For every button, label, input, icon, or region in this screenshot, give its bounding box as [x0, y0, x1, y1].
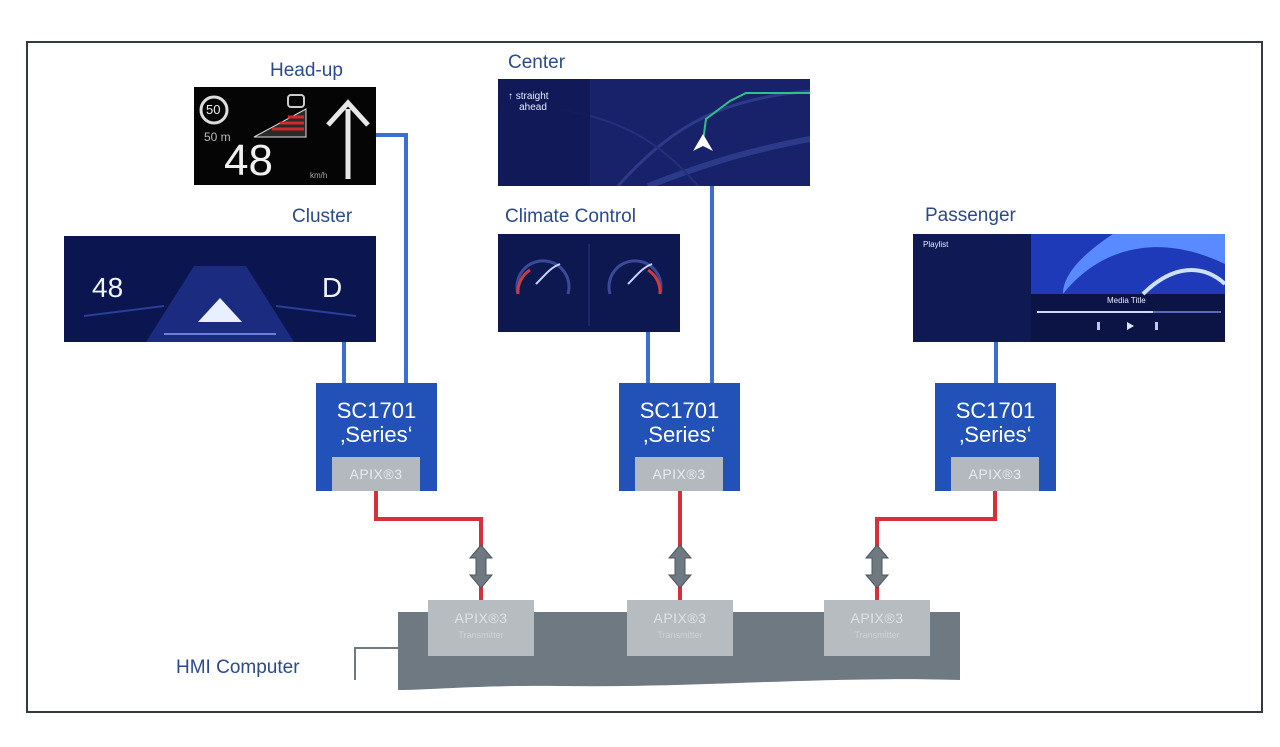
- chip-title: SC1701 ‚Series‘: [639, 398, 720, 447]
- bidirectional-arrow-1: [468, 544, 494, 589]
- apix-transmitter-1: APIX®3 Transmitter: [428, 600, 534, 656]
- transmitter-name: APIX®3: [454, 610, 508, 626]
- label-climate-control: Climate Control: [505, 206, 636, 227]
- transmitter-name: APIX®3: [653, 610, 707, 626]
- label-hmi-computer: HMI Computer: [176, 657, 300, 678]
- head-up-speed: 48: [224, 136, 273, 185]
- hmi-label-leader: [354, 647, 398, 680]
- transmitter-sub: Transmitter: [458, 630, 504, 640]
- link-chip3-tx3: [875, 491, 997, 548]
- chip-title: SC1701 ‚Series‘: [955, 398, 1036, 447]
- chip-title: SC1701 ‚Series‘: [336, 398, 417, 447]
- head-up-distance: 50 m: [204, 130, 231, 144]
- transmitter-sub: Transmitter: [854, 630, 900, 640]
- climate-control-screen: [498, 234, 680, 332]
- label-head-up: Head-up: [270, 60, 343, 81]
- label-passenger: Passenger: [925, 205, 1016, 226]
- passenger-screen: Playlist Media Title: [913, 234, 1225, 342]
- passenger-playlist: Playlist: [923, 240, 949, 249]
- center-direction: ↑ straight ahead: [508, 91, 549, 113]
- head-up-graphics: [199, 94, 370, 179]
- label-center: Center: [508, 52, 566, 73]
- head-up-speed-limit: 50: [206, 102, 221, 117]
- head-up-screen: 50 50 m 48 km/h: [194, 87, 376, 185]
- sc1701-chip-1: SC1701 ‚Series‘ APIX®3: [316, 383, 437, 491]
- sc1701-chip-2: SC1701 ‚Series‘ APIX®3: [619, 383, 740, 491]
- label-cluster: Cluster: [292, 206, 353, 227]
- center-screen: ↑ straight ahead: [498, 79, 810, 186]
- cluster-speed: 48: [92, 272, 124, 303]
- bidirectional-arrow-2: [667, 544, 693, 589]
- apix-transmitter-2: APIX®3 Transmitter: [627, 600, 733, 656]
- link-headup-chip1: [376, 133, 408, 383]
- chip-apix-receiver: APIX®3: [332, 457, 420, 491]
- passenger-track-title: Media Title: [1107, 296, 1146, 305]
- link-chip1-tx1: [374, 491, 483, 548]
- cluster-road-graphics: [64, 236, 376, 342]
- transmitter-sub: Transmitter: [657, 630, 703, 640]
- head-up-unit: km/h: [310, 171, 328, 180]
- center-map-graphics: [498, 79, 810, 186]
- sc1701-chip-3: SC1701 ‚Series‘ APIX®3: [935, 383, 1056, 491]
- transmitter-name: APIX®3: [850, 610, 904, 626]
- cluster-gear: D: [322, 272, 343, 303]
- passenger-media-graphics: [913, 234, 1225, 342]
- chip-apix-receiver: APIX®3: [951, 457, 1039, 491]
- bidirectional-arrow-3: [864, 544, 890, 589]
- apix-transmitter-3: APIX®3 Transmitter: [824, 600, 930, 656]
- cluster-screen: 48 D: [64, 236, 376, 342]
- chip-apix-receiver: APIX®3: [635, 457, 723, 491]
- climate-graphics: [498, 234, 680, 332]
